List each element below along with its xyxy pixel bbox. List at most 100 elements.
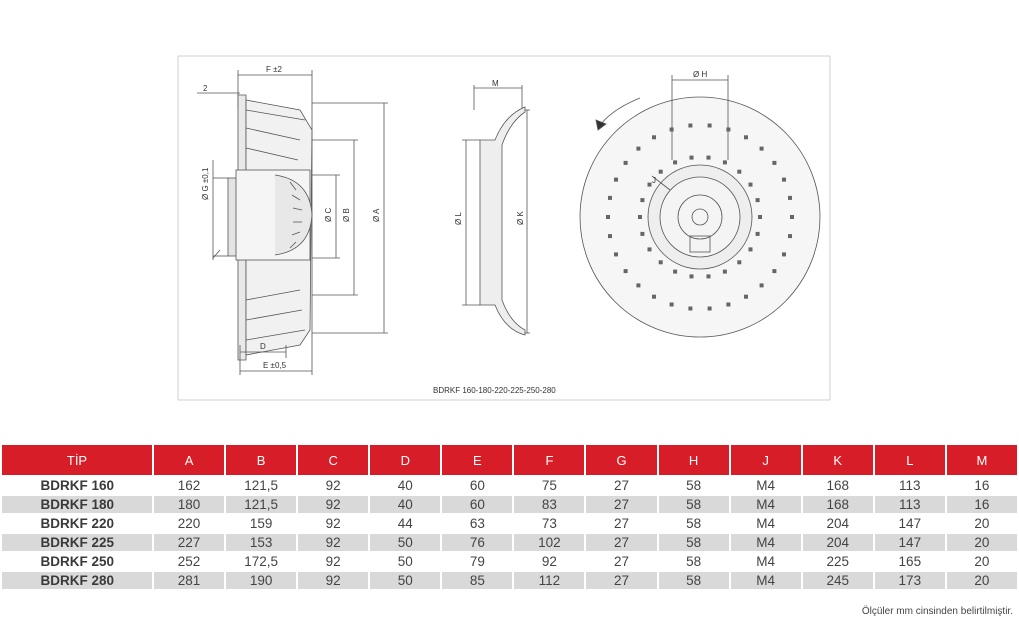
technical-drawing: F ±2 2 Ø G ±0,1 Ø C Ø B Ø A D E ±0,5 M Ø…: [177, 55, 831, 401]
dimension-cell: M4: [730, 572, 801, 589]
dimension-cell: 40: [370, 496, 441, 513]
dimension-cell: 172,5: [226, 553, 297, 570]
blade-mark: [744, 135, 748, 140]
dimension-cell: 27: [586, 553, 657, 570]
blade-mark: [647, 247, 652, 252]
dim-l-label: Ø L: [454, 212, 463, 225]
blade-mark: [638, 215, 642, 219]
blade-mark: [759, 283, 764, 288]
dimension-cell: 220: [154, 515, 225, 532]
dimension-cell: 113: [874, 477, 945, 494]
blade-mark: [647, 182, 652, 187]
side-view: [197, 70, 388, 375]
blade-mark: [689, 274, 694, 279]
blade-mark: [636, 146, 641, 151]
dimension-cell: 50: [370, 553, 441, 570]
column-header: J: [730, 445, 801, 475]
dimension-cell: 83: [514, 496, 585, 513]
dimension-cell: 27: [586, 496, 657, 513]
dimension-cell: 92: [298, 496, 369, 513]
model-name-cell: BDRKF 220: [2, 515, 152, 532]
dimension-cell: 162: [154, 477, 225, 494]
blade-mark: [673, 269, 678, 274]
dimension-cell: 281: [154, 572, 225, 589]
dimension-cell: 44: [370, 515, 441, 532]
dimension-cell: 27: [586, 534, 657, 551]
dimension-cell: 252: [154, 553, 225, 570]
dimension-cell: 27: [586, 515, 657, 532]
dim-d-label: D: [260, 342, 266, 351]
dimension-cell: 58: [658, 572, 729, 589]
dim-j-label: J: [652, 176, 656, 185]
blade-mark: [755, 198, 760, 203]
dimension-cell: 121,5: [226, 477, 297, 494]
blade-mark: [636, 283, 641, 288]
blade-mark: [623, 269, 628, 274]
blade-mark: [782, 252, 786, 257]
dimension-cell: 85: [442, 572, 513, 589]
dim-a-label: Ø A: [372, 208, 381, 222]
column-header: B: [226, 445, 297, 475]
dimension-cell: 113: [874, 496, 945, 513]
dimension-cell: 75: [514, 477, 585, 494]
blade-mark: [669, 302, 674, 307]
blade-mark: [669, 127, 674, 132]
dim-b-label: Ø B: [342, 208, 351, 222]
dimension-cell: 168: [802, 496, 873, 513]
dimension-cell: 112: [514, 572, 585, 589]
blade-mark: [737, 260, 742, 265]
model-name-cell: BDRKF 180: [2, 496, 152, 513]
dimension-cell: 20: [946, 553, 1017, 570]
column-header: H: [658, 445, 729, 475]
column-header: D: [370, 445, 441, 475]
drawing-frame: [177, 55, 831, 401]
dimension-cell: 20: [946, 515, 1017, 532]
column-header: A: [154, 445, 225, 475]
blade-mark: [706, 155, 711, 160]
dimension-cell: 16: [946, 477, 1017, 494]
dimension-cell: 50: [370, 534, 441, 551]
column-header: C: [298, 445, 369, 475]
section-view: [462, 85, 530, 336]
drawing-caption: BDRKF 160-180-220-225-250-280: [433, 386, 556, 395]
model-name-cell: BDRKF 250: [2, 553, 152, 570]
dim-2-label: 2: [203, 84, 208, 93]
dimension-cell: 92: [298, 477, 369, 494]
column-header: G: [586, 445, 657, 475]
dim-m-label: M: [492, 79, 499, 88]
blade-mark: [608, 234, 612, 239]
dim-c-label: Ø C: [324, 208, 333, 222]
blade-mark: [744, 294, 748, 299]
dimension-cell: 20: [946, 572, 1017, 589]
dimension-cell: 190: [226, 572, 297, 589]
blade-mark: [652, 294, 656, 299]
column-header: E: [442, 445, 513, 475]
blade-mark: [722, 160, 727, 165]
dimension-cell: 204: [802, 534, 873, 551]
blade-mark: [726, 302, 731, 307]
dimension-cell: 73: [514, 515, 585, 532]
model-name-cell: BDRKF 160: [2, 477, 152, 494]
dim-f-label: F ±2: [266, 65, 283, 74]
blade-mark: [722, 269, 727, 274]
dimension-cell: 63: [442, 515, 513, 532]
dimension-cell: 92: [298, 515, 369, 532]
dimension-cell: 27: [586, 572, 657, 589]
dimension-cell: M4: [730, 534, 801, 551]
dim-g-label: Ø G ±0,1: [201, 167, 210, 200]
blade-mark: [790, 215, 794, 219]
blade-mark: [755, 231, 760, 236]
dimension-cell: 159: [226, 515, 297, 532]
dimension-cell: 58: [658, 534, 729, 551]
dimension-cell: 102: [514, 534, 585, 551]
dimension-cell: 204: [802, 515, 873, 532]
blade-mark: [726, 127, 731, 132]
units-footnote: Ölçüler mm cinsinden belirtilmiştir.: [861, 606, 1013, 617]
dimension-cell: 92: [514, 553, 585, 570]
blade-mark: [640, 198, 645, 203]
blade-mark: [772, 269, 777, 274]
